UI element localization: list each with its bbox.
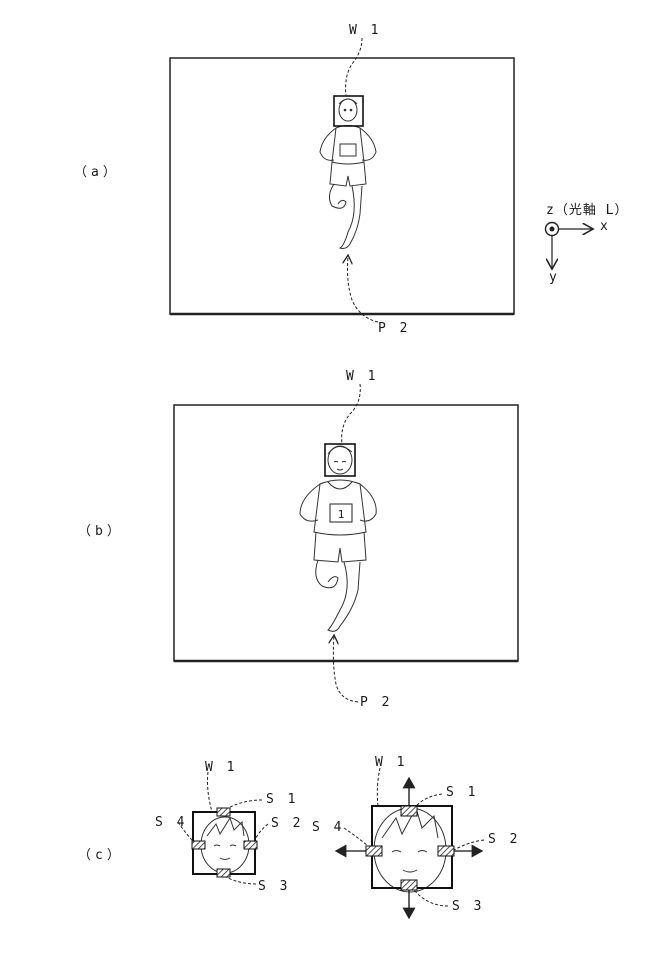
panel-c-left-s4-region bbox=[192, 841, 205, 849]
panel-a-w1-window bbox=[334, 96, 363, 126]
panel-b-runner bbox=[300, 446, 376, 631]
panel-c-left-s2-region bbox=[244, 841, 257, 849]
panel-c-right-s3-region bbox=[401, 880, 417, 890]
panel-c-left-face bbox=[201, 817, 249, 873]
panel-a-runner bbox=[320, 99, 376, 249]
panel-b-w1-window bbox=[325, 444, 355, 476]
panel-c-right-s4-region bbox=[366, 846, 382, 856]
panel-c-left-s1-region bbox=[217, 808, 230, 816]
panel-a-w1-leader bbox=[346, 38, 362, 96]
axis-symbol bbox=[546, 223, 593, 269]
panel-c-right-face bbox=[374, 808, 446, 892]
panel-c-right-expand-arrows bbox=[336, 778, 482, 918]
panel-b-w1-leader bbox=[342, 384, 361, 444]
panel-c-right-s2-region bbox=[438, 846, 454, 856]
panel-c-left-s3-region bbox=[217, 869, 230, 877]
panel-a-p2-arrow bbox=[348, 256, 379, 322]
panel-b-p2-arrow bbox=[333, 636, 358, 702]
panel-c-right-s1-region bbox=[401, 806, 417, 816]
panel-b-bib-number: 1 bbox=[338, 508, 345, 521]
